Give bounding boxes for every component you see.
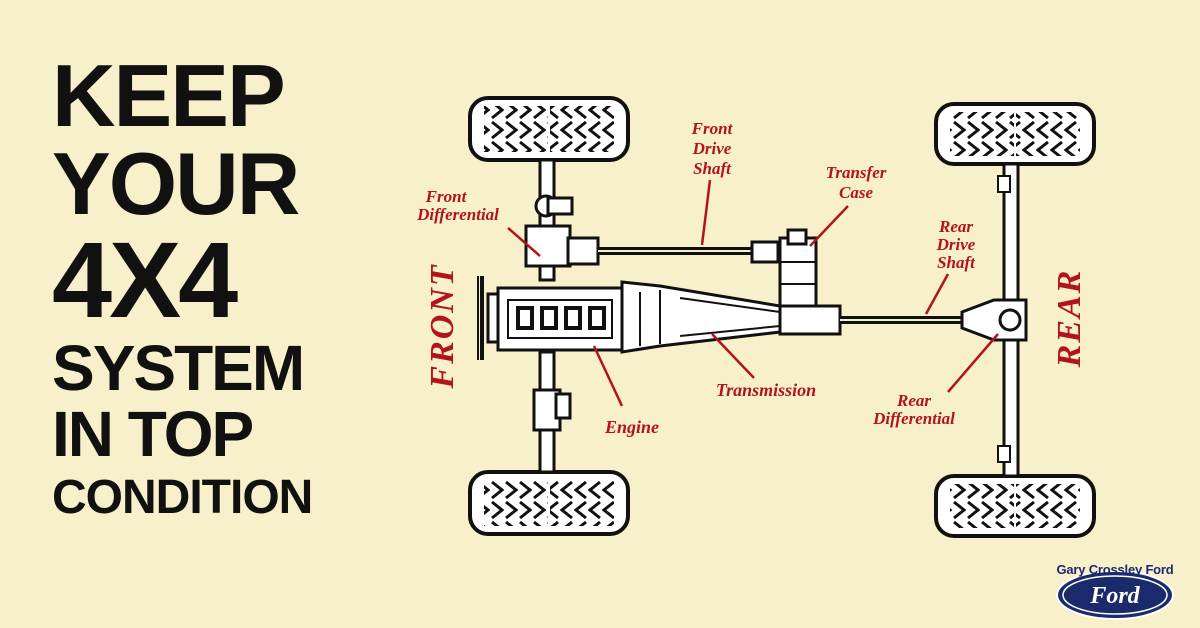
label-transmission: Transmission xyxy=(716,380,816,400)
headline-line-1: KEEP xyxy=(52,46,286,145)
label-rear-drive-shaft-line-1: Rear xyxy=(938,217,973,236)
label-front-drive-shaft-line-1: Front xyxy=(691,119,734,138)
label-front-differential-line-2: Differential xyxy=(416,205,499,224)
leader-front-drive-shaft xyxy=(700,179,712,246)
dealer-name: Gary Crossley Ford xyxy=(1056,562,1174,577)
front-axle xyxy=(524,158,574,474)
label-rear-differential-line-1: Rear xyxy=(896,391,931,410)
label-transfer-case-line-2: Case xyxy=(839,183,873,202)
transfer-case xyxy=(778,228,818,310)
headline-line-4: SYSTEM xyxy=(52,332,305,404)
leader-engine xyxy=(592,345,624,407)
headline-line-5: IN TOP xyxy=(52,398,254,470)
tire-rear-right xyxy=(934,474,1096,538)
transmission-body xyxy=(620,280,842,354)
engine-block xyxy=(477,276,624,360)
rear-axle xyxy=(960,162,1028,478)
tire-front-right xyxy=(468,470,630,536)
label-transfer-case-line-1: Transfer xyxy=(826,163,887,182)
headline-line-3: 4X4 xyxy=(52,219,238,340)
leader-transfer-case xyxy=(809,205,849,247)
leader-transmission xyxy=(711,333,755,379)
ford-logo: Ford xyxy=(1056,570,1174,620)
label-rear-differential-line-2: Differential xyxy=(872,409,955,428)
label-front-side: FRONT xyxy=(424,263,461,389)
label-rear-side: REAR xyxy=(1051,269,1088,369)
ford-logo-text: Ford xyxy=(1089,583,1140,609)
label-rear-drive-shaft-line-3: Shaft xyxy=(937,253,976,272)
label-engine: Engine xyxy=(604,417,659,437)
label-rear-drive-shaft-line-2: Drive xyxy=(936,235,976,254)
leader-rear-differential xyxy=(947,333,999,393)
front-drive-shaft xyxy=(566,236,780,266)
tire-rear-left xyxy=(934,102,1096,166)
headline-line-6: CONDITION xyxy=(52,471,313,524)
tire-front-left xyxy=(468,96,630,162)
headline-line-2: YOUR xyxy=(52,134,300,233)
leader-front-differential xyxy=(507,227,541,257)
leader-rear-drive-shaft xyxy=(924,273,950,315)
label-front-differential-line-1: Front xyxy=(425,187,468,206)
label-front-drive-shaft-line-2: Drive xyxy=(692,139,732,158)
headline: KEEP YOUR 4X4 SYSTEM IN TOP CONDITION xyxy=(52,52,342,522)
label-front-drive-shaft-line-3: Shaft xyxy=(693,159,732,178)
